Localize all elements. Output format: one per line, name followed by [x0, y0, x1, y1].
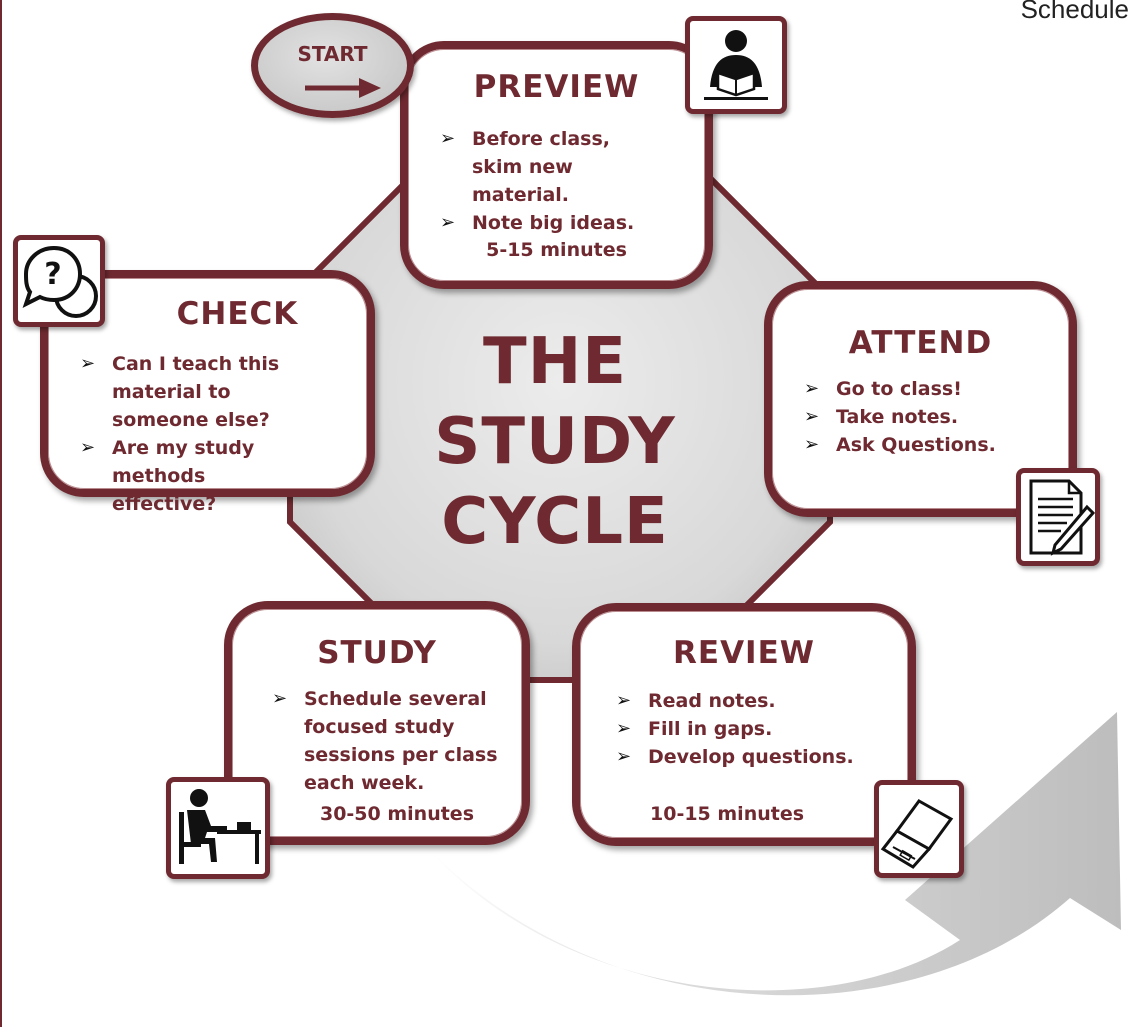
preview-list: Before class, skim new material. Note bi…: [438, 125, 688, 237]
review-item-2: Fill in gaps.: [614, 715, 904, 743]
start-oval: START: [251, 13, 414, 118]
preview-icon-box: [685, 16, 787, 114]
attend-item-1: Go to class!: [802, 375, 1062, 403]
study-icon-box: [166, 777, 270, 879]
attend-title: ATTEND: [848, 325, 993, 361]
review-item-3: Develop questions.: [614, 743, 904, 771]
check-icon-box: ?: [13, 235, 105, 327]
start-arrow-icon: [305, 78, 381, 98]
study-box: STUDY Schedule several focused study ses…: [224, 601, 530, 845]
center-title-line-1: THE: [483, 325, 627, 399]
center-title-line-2: STUDY: [434, 405, 676, 479]
review-title: REVIEW: [673, 635, 815, 671]
preview-item-2: Note big ideas.: [438, 209, 688, 237]
center-title-line-3: CYCLE: [441, 485, 669, 559]
review-box: REVIEW Read notes. Fill in gaps. Develop…: [572, 603, 916, 846]
left-border-line: [0, 0, 2, 1027]
person-reading-icon: [704, 30, 768, 100]
preview-item-1: Before class, skim new material.: [438, 125, 647, 209]
attend-icon-box: [1016, 468, 1100, 566]
attend-list: Go to class! Take notes. Ask Questions.: [802, 375, 1062, 459]
cycle-arrow: [425, 712, 1121, 996]
cropped-corner-text: Schedule: [1020, 0, 1129, 24]
attend-item-3: Ask Questions.: [802, 431, 1062, 459]
preview-box: PREVIEW Before class, skim new material.…: [400, 41, 713, 289]
check-list: Can I teach this material to someone els…: [78, 350, 348, 518]
review-item-1: Read notes.: [614, 687, 904, 715]
check-item-1: Can I teach this material to someone els…: [78, 350, 322, 434]
review-time: 10-15 minutes: [650, 803, 805, 825]
center-title: THE STUDY CYCLE: [420, 322, 690, 562]
svg-text:?: ?: [44, 257, 61, 292]
study-title: STUDY: [317, 635, 437, 671]
attend-item-2: Take notes.: [802, 403, 1062, 431]
study-item-1: Schedule several focused study sessions …: [270, 685, 504, 797]
preview-time: 5-15 minutes: [486, 239, 627, 261]
review-icon-box: [874, 780, 964, 878]
question-speech-bubbles-icon: ?: [22, 245, 98, 318]
laptop-icon: [880, 799, 954, 869]
check-title: CHECK: [176, 296, 299, 332]
study-list: Schedule several focused study sessions …: [270, 685, 510, 797]
notepad-pen-icon: [1029, 479, 1095, 556]
preview-title: PREVIEW: [473, 69, 640, 105]
study-time: 30-50 minutes: [319, 803, 475, 825]
review-list: Read notes. Fill in gaps. Develop questi…: [614, 687, 904, 771]
person-at-desk-icon: [179, 789, 261, 864]
start-label: START: [297, 42, 368, 66]
check-item-2: Are my study methods effective?: [78, 434, 312, 518]
